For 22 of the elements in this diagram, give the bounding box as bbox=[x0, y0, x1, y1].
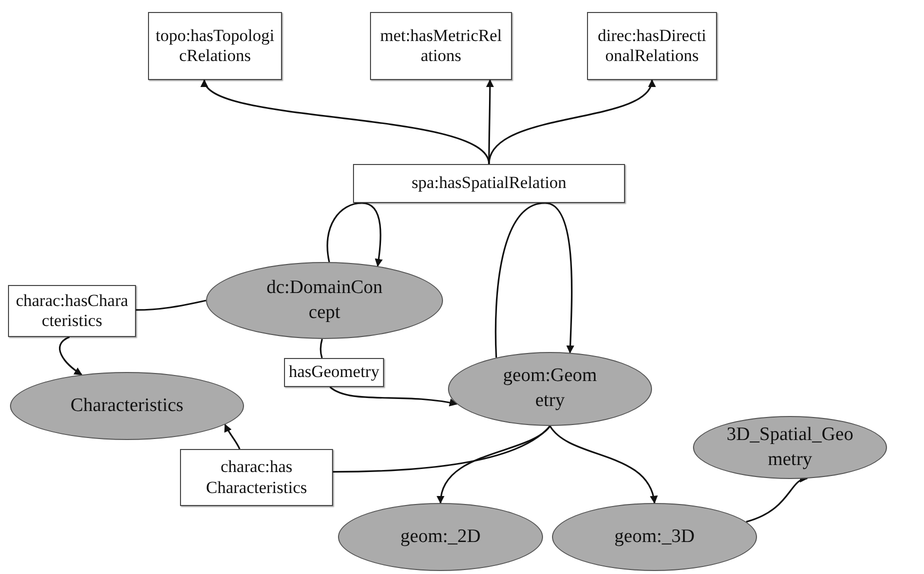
class-ellipse: 3D_Spatial_Geometry bbox=[693, 416, 887, 479]
arrow bbox=[59, 336, 82, 376]
property-box: charac:hasCharacteristics bbox=[8, 285, 136, 337]
arrow bbox=[486, 79, 494, 164]
property-box: direc:hasDirectionalRelations bbox=[587, 12, 717, 80]
class-ellipse: geom:_3D bbox=[552, 503, 757, 571]
property-box: spa:hasSpatialRelation bbox=[353, 164, 625, 203]
arrow bbox=[224, 424, 240, 450]
arrow bbox=[544, 202, 574, 354]
class-ellipse: geom:_2D bbox=[338, 503, 543, 571]
property-box: topo:hasTopologicRelations bbox=[148, 12, 282, 80]
arrow bbox=[488, 79, 654, 164]
arrow bbox=[438, 425, 551, 504]
arrow bbox=[330, 386, 458, 407]
property-box: hasGeometry bbox=[284, 358, 384, 387]
class-ellipse: geom:Geometry bbox=[448, 352, 652, 426]
class-ellipse: dc:DomainConcept bbox=[206, 262, 443, 339]
arrow bbox=[362, 202, 383, 267]
property-box: met:hasMetricRelations bbox=[370, 12, 512, 80]
class-ellipse: Characteristics bbox=[10, 372, 244, 440]
arrow bbox=[549, 426, 657, 504]
property-box: charac:has Characteristics bbox=[180, 449, 333, 506]
